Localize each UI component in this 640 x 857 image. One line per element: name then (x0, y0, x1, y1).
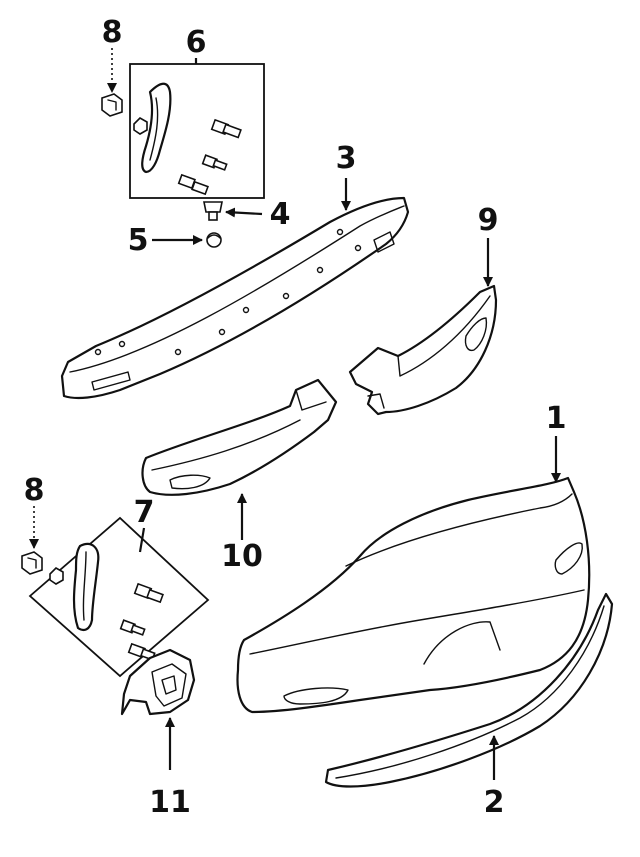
part-6-bolt-2 (201, 154, 228, 171)
callout-5: 5 (128, 223, 149, 258)
part-7-leader (138, 527, 146, 553)
part-6-bolt-1 (210, 118, 242, 139)
part-3-impact-bar (60, 178, 410, 400)
callout-11: 11 (149, 785, 191, 820)
callout-10: 10 (221, 539, 263, 574)
callout-4: 4 (270, 197, 291, 232)
part-7-bolt-2 (119, 619, 146, 636)
callout-2: 2 (484, 785, 505, 820)
part-6-bracket-kit (129, 58, 265, 199)
part-8-clip (101, 93, 123, 117)
part-4-leader (225, 207, 263, 218)
part-11-bracket (120, 648, 196, 770)
callout-9: 9 (478, 203, 499, 238)
part-5-grommet (152, 232, 222, 248)
part-9-body (348, 284, 498, 416)
part-8-clip-upper (101, 48, 123, 117)
part-7-bracket-kit (28, 516, 210, 678)
callout-1: 1 (546, 401, 567, 436)
part-8-clip (21, 551, 43, 575)
part-7-frame (28, 516, 210, 678)
part-1-cover-body (236, 476, 591, 714)
callout-8-upper: 8 (102, 15, 123, 50)
part-9-absorber-right (348, 238, 498, 416)
callout-8-lower: 8 (24, 473, 45, 508)
callout-3: 3 (336, 141, 357, 176)
part-7-bolt-1 (133, 582, 164, 604)
part-10-body (141, 378, 338, 496)
callout-6: 6 (186, 25, 207, 60)
part-1-bumper-cover (236, 436, 591, 714)
part-4-retainer (203, 201, 263, 221)
part-7-nut (49, 567, 64, 585)
part-2-valance (324, 592, 614, 788)
part-8-clip-lower (21, 506, 43, 575)
part-7-bracket (72, 542, 100, 631)
part-10-absorber-left (141, 378, 338, 540)
callout-7: 7 (134, 495, 155, 530)
part-6-bolt-3 (177, 173, 209, 196)
part-3-bar-body (60, 196, 410, 400)
part-6-nut (133, 117, 148, 135)
